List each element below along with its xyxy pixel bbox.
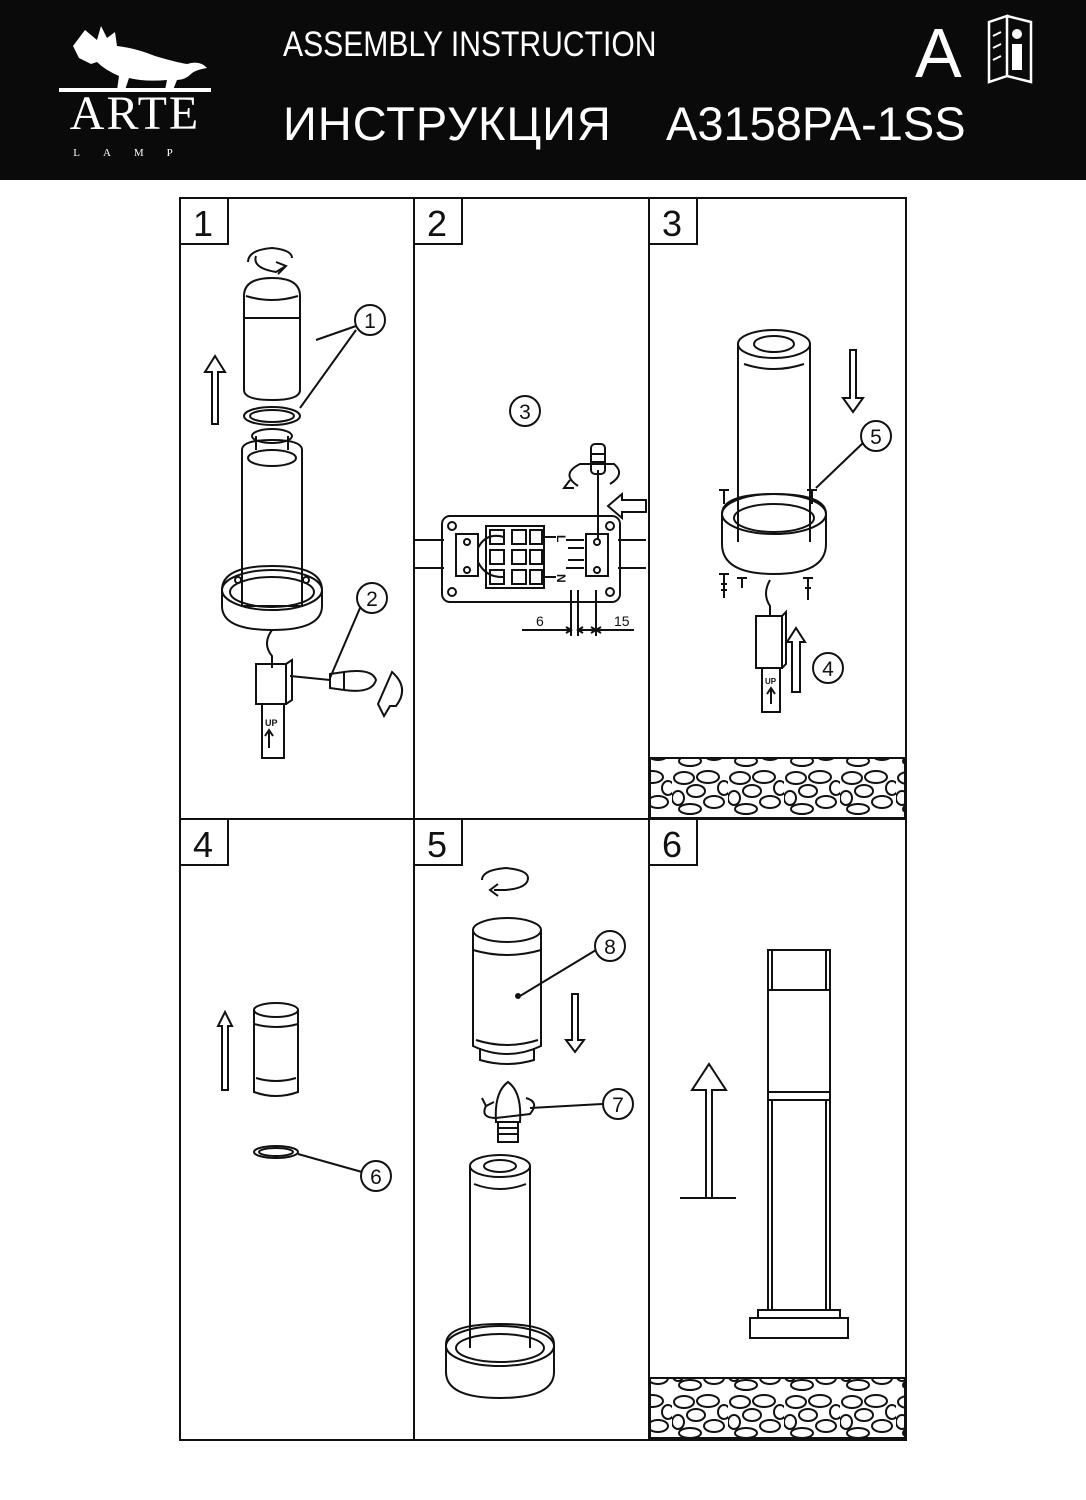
panel-number-4: 4	[193, 824, 213, 865]
callout-5: 5	[870, 426, 882, 449]
callout-6: 6	[370, 1166, 382, 1189]
junction-box	[255, 658, 293, 759]
info-book-icon	[987, 14, 1033, 84]
rotate-arrow-icon	[568, 463, 621, 487]
panel-2-illustration	[414, 443, 647, 636]
junction-box	[755, 609, 787, 713]
lamp-base	[445, 1322, 555, 1400]
callout-circle-7	[602, 1088, 634, 1120]
panel-6-illustration	[649, 949, 906, 1439]
cable-left	[414, 539, 444, 569]
lamp-body	[469, 1154, 531, 1348]
panel-4-illustration	[216, 1002, 363, 1173]
panel-number-3: 3	[662, 203, 682, 244]
bulb-icon	[481, 1080, 536, 1143]
up-arrow-icon	[203, 354, 227, 425]
brand-name: ARTE	[69, 87, 201, 140]
header-bar: ARTE LAMP ASSEMBLY INSTRUCTION ИНСТРУКЦИ…	[0, 0, 1086, 180]
title-english: ASSEMBLY INSTRUCTION	[283, 25, 657, 64]
rotate-arrow-icon	[481, 866, 530, 891]
rotate-arrow-icon	[376, 670, 403, 719]
callout-circle-1	[354, 304, 386, 336]
left-arrow-icon	[606, 491, 647, 521]
dimension-strip-length: 6	[536, 613, 544, 629]
callout-1: 1	[364, 310, 376, 333]
up-arrow-icon	[690, 1062, 728, 1198]
screwdriver-icon	[590, 443, 606, 475]
terminal-label-l: L	[554, 535, 568, 542]
callout-circle-2	[356, 582, 388, 614]
down-arrow-icon	[564, 993, 586, 1054]
bolt-icon	[719, 489, 817, 600]
document-letter: A	[915, 14, 962, 92]
cobblestone-ground	[649, 757, 906, 819]
rotate-arrow-icon	[247, 246, 293, 263]
callout-7: 7	[612, 1094, 624, 1117]
dimension-insulation-length: 15	[614, 613, 630, 629]
callout-circle-6	[360, 1160, 392, 1192]
up-label: UP	[765, 677, 777, 686]
cobblestone-ground	[649, 1377, 906, 1439]
panel-number-1: 1	[193, 203, 213, 244]
up-label: UP	[265, 718, 278, 728]
seal-ring	[253, 1145, 299, 1159]
arte-lamp-logo	[45, 18, 225, 168]
panel-1-illustration: UP	[203, 246, 403, 759]
panel-3-illustration	[649, 329, 906, 819]
lamp-socket	[251, 428, 293, 450]
cable-right	[618, 539, 646, 569]
assembled-lamp	[749, 949, 849, 1339]
lamp-shade	[253, 1002, 299, 1097]
lamp-body	[737, 329, 811, 542]
terminal-label-n: N	[554, 574, 568, 583]
winged-lion-icon	[59, 26, 211, 92]
panel-number-2: 2	[427, 203, 447, 244]
rotate-arrow-icon	[483, 1097, 536, 1120]
up-arrow-icon	[216, 1009, 234, 1091]
callout-circle-4	[812, 652, 844, 684]
terminal-box	[441, 515, 621, 603]
panel-5-illustration	[445, 866, 603, 1400]
lamp-shade	[243, 276, 301, 402]
up-arrow-icon	[785, 626, 807, 693]
callout-4: 4	[822, 658, 834, 681]
callout-3: 3	[519, 401, 531, 424]
screwdriver-icon	[289, 670, 378, 692]
panel-number-boxes	[179, 197, 698, 866]
callout-circle-3	[509, 395, 541, 427]
lamp-shade	[472, 917, 542, 1065]
panel-number-5: 5	[427, 824, 447, 865]
brand-subtitle: LAMP	[73, 147, 196, 159]
callout-8: 8	[604, 936, 616, 959]
down-arrow-icon	[841, 349, 865, 414]
model-number: A3158PA-1SS	[666, 97, 966, 150]
lamp-base	[721, 492, 827, 576]
seal-ring	[243, 406, 301, 426]
callout-2: 2	[366, 588, 378, 611]
callout-circle-8	[594, 930, 626, 962]
callout-circle-5	[860, 420, 892, 452]
title-russian: ИНСТРУКЦИЯ	[283, 97, 612, 150]
panel-number-6: 6	[662, 824, 682, 865]
lamp-body	[241, 438, 303, 607]
lamp-base	[221, 564, 323, 632]
